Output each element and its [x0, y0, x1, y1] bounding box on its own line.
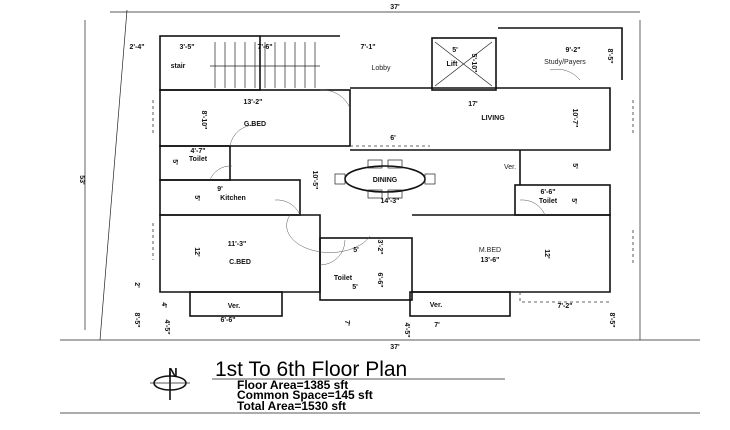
- dim-label: 7': [434, 322, 440, 329]
- dim-label: 5': [171, 159, 178, 165]
- dim-label: 4'-5": [163, 319, 170, 334]
- dim-label: 5': [352, 284, 358, 291]
- dim-label: 8'-5": [608, 312, 615, 327]
- room-dining: DINING: [373, 177, 398, 184]
- walls: [152, 27, 634, 317]
- dim-label: 13'-6": [481, 257, 500, 264]
- room-study: Study/Payers: [544, 59, 586, 66]
- dim-label: 4'-5": [403, 322, 410, 337]
- dim-label: 10'-7": [571, 109, 578, 128]
- dim-label: 9'-2": [565, 47, 580, 54]
- dim-label: 4'-7": [190, 148, 205, 155]
- room-verandah: Ver.: [504, 164, 516, 171]
- dim-left-depth: 53': [78, 175, 85, 185]
- dim-label: 5': [571, 163, 578, 169]
- room-toilet: Toilet: [334, 275, 353, 282]
- dim-label: 12': [193, 247, 200, 257]
- dim-label: 10'-5": [311, 171, 318, 190]
- door-swings: [209, 68, 581, 266]
- north-arrow-icon: N: [150, 365, 190, 400]
- room-lobby: Lobby: [371, 65, 391, 72]
- dim-label: 7'-1": [360, 44, 375, 51]
- dim-label: 4': [160, 302, 167, 308]
- dim-label: 14'-3": [381, 198, 400, 205]
- dim-label: 12': [543, 249, 550, 259]
- dim-label: 8'-10": [200, 111, 207, 130]
- room-kitchen: Kitchen: [220, 195, 246, 202]
- plot-boundary: [84, 9, 641, 341]
- dim-label: 7'-2": [557, 303, 572, 310]
- dim-label: 8'-5": [606, 48, 613, 63]
- room-toilet: Toilet: [539, 198, 558, 205]
- floor-area: Floor Area=1385 sft: [237, 378, 348, 392]
- plan-title: 1st To 6th Floor Plan: [215, 358, 407, 381]
- room-cbed: C.BED: [229, 259, 251, 266]
- dim-label: 6'-6": [220, 317, 235, 324]
- dim-label: 8'-5": [133, 312, 140, 327]
- room-stair: stair: [171, 63, 186, 70]
- dim-label: 17': [468, 101, 478, 108]
- dim-label: 6': [390, 135, 396, 142]
- north-label: N: [168, 365, 177, 380]
- dim-label: 2'-4": [129, 44, 144, 51]
- stair-treads: [210, 42, 320, 88]
- room-living: LIVING: [481, 115, 505, 122]
- dim-label: 7': [343, 320, 350, 326]
- dim-label: 7'-6": [257, 44, 272, 51]
- dim-label: 2': [133, 282, 140, 288]
- common-space: Common Space=145 sft: [237, 388, 373, 402]
- room-gbed: G.BED: [244, 121, 266, 128]
- dim-label: 6'-6": [540, 189, 555, 196]
- dim-label: 3'-5": [179, 44, 194, 51]
- room-lift: Lift: [447, 61, 459, 68]
- dim-label: 5': [193, 195, 200, 201]
- dim-label: 5': [452, 47, 458, 54]
- dim-label: 5': [353, 247, 359, 254]
- dining-table: [334, 159, 436, 199]
- dim-label: 5'-10": [470, 54, 477, 73]
- dim-label: 6'-6": [376, 272, 383, 287]
- dim-label: 9': [217, 186, 223, 193]
- total-area: Total Area=1530 sft: [237, 399, 346, 413]
- room-toilet: Toilet: [189, 156, 208, 163]
- dim-label: 11'-3": [228, 241, 247, 248]
- dim-label: 3'-2": [376, 239, 383, 254]
- room-verandah: Ver.: [228, 303, 241, 310]
- dim-bottom-width: 37': [390, 344, 400, 351]
- dim-label: 5': [570, 198, 577, 204]
- room-mbed: M.BED: [479, 247, 501, 254]
- dim-label: 13'-2": [244, 99, 263, 106]
- dim-top-width: 37': [390, 4, 400, 11]
- room-verandah: Ver.: [430, 302, 443, 309]
